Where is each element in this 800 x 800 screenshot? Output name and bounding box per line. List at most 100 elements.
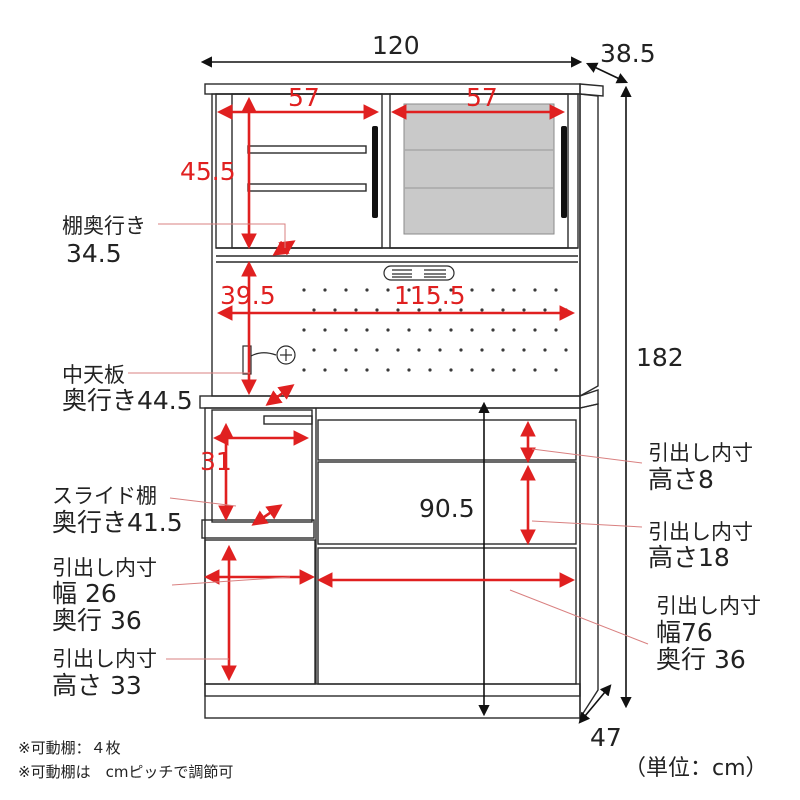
peg-hole: [344, 368, 348, 372]
slide-shelf-callout-title: スライド棚: [52, 484, 157, 508]
drawer-right2-callout-value: 高さ18: [648, 543, 730, 572]
peg-hole: [386, 328, 390, 332]
depth-bottom-arrow: [578, 684, 612, 724]
peg-hole: [438, 348, 442, 352]
shelf-depth-callout-title: 棚奥行き: [62, 214, 146, 238]
drawer-left-callout-title: 引出し内寸: [52, 556, 157, 580]
peg-hole: [554, 368, 558, 372]
peg-hole: [302, 288, 306, 292]
peg-hole: [407, 328, 411, 332]
drawer-right2-callout-title: 引出し内寸: [648, 520, 753, 544]
peg-hole: [512, 368, 516, 372]
peg-hole: [449, 328, 453, 332]
peg-hole: [554, 328, 558, 332]
glass-shelves: [404, 149, 554, 189]
drawer-left-height-callout-value: 高さ 33: [52, 671, 142, 700]
peg-hole: [470, 288, 474, 292]
peg-hole: [354, 308, 358, 312]
peg-hole: [543, 348, 547, 352]
peg-hole: [512, 288, 516, 292]
peg-hole: [333, 348, 337, 352]
peg-hole: [428, 328, 432, 332]
middle-width-label: 115.5: [394, 281, 466, 310]
peg-hole: [333, 308, 337, 312]
unit-label: （単位：cm）: [624, 756, 768, 781]
right-door-handle: [561, 126, 567, 218]
upper-right-width-label: 57: [466, 83, 498, 112]
shelf-1: [247, 145, 367, 154]
leader-lines: [128, 223, 649, 660]
vent-icon: [383, 265, 455, 281]
upper-right-door: [389, 93, 569, 249]
pull-tab: [263, 415, 313, 425]
drawer-right3-callout-width: 幅76: [656, 618, 713, 647]
mid-board-callout-title: 中天板: [62, 363, 125, 387]
peg-hole: [365, 328, 369, 332]
upper-hutch-side: [579, 93, 599, 398]
note-movable-shelves: ※可動棚：４枚: [18, 739, 121, 757]
peg-hole: [407, 288, 411, 292]
drawer-2: [317, 461, 577, 545]
peg-hole: [386, 288, 390, 292]
glass-panel: [403, 103, 555, 235]
cabinet-outline: [199, 83, 604, 721]
peg-hole: [491, 328, 495, 332]
drawer-right1-callout-value: 高さ8: [648, 465, 714, 494]
peg-hole: [564, 308, 568, 312]
peg-hole: [323, 328, 327, 332]
counter-top: [199, 395, 581, 409]
peg-hole: [491, 288, 495, 292]
lower-cabinet: [204, 407, 581, 697]
overall-depth-top-label: 38.5: [600, 39, 656, 68]
top-crown: [204, 83, 581, 95]
drawer-right3-callout-depth: 奥行 36: [656, 645, 746, 674]
internal-dimensions: [203, 96, 576, 682]
peg-hole: [417, 348, 421, 352]
peg-hole: [554, 288, 558, 292]
drawer-left-height-callout-title: 引出し内寸: [52, 647, 157, 671]
drawer-right3-callout-title: 引出し内寸: [656, 594, 761, 618]
plinth: [204, 683, 581, 719]
drawer-1: [317, 419, 577, 461]
drawer-left-callout-depth: 奥行 36: [52, 606, 142, 635]
upper-height-label: 45.5: [180, 157, 236, 186]
peg-hole: [564, 348, 568, 352]
left-door-handle: [372, 126, 378, 218]
peg-hole: [428, 368, 432, 372]
peg-hole: [344, 288, 348, 292]
peg-hole: [375, 308, 379, 312]
peg-hole: [522, 348, 526, 352]
peg-hole: [386, 368, 390, 372]
mid-board-callout-value: 奥行き44.5: [62, 386, 193, 415]
peg-hole: [428, 288, 432, 292]
shelf-2: [247, 183, 367, 192]
middle-height-label: 39.5: [220, 281, 276, 310]
overall-height-label: 182: [636, 343, 684, 372]
peg-hole: [470, 328, 474, 332]
peg-hole: [302, 328, 306, 332]
overall-width-label: 120: [372, 31, 420, 60]
peg-hole: [449, 288, 453, 292]
top-crown-side: [579, 83, 604, 97]
peg-hole: [302, 368, 306, 372]
outlet-icon: [242, 345, 296, 375]
peg-hole: [407, 368, 411, 372]
overall-depth-bottom-label: 47: [590, 723, 622, 752]
peg-hole: [375, 348, 379, 352]
drawer-left: [204, 539, 316, 685]
shelf-depth-callout-value: 34.5: [66, 239, 122, 268]
peg-hole: [365, 368, 369, 372]
peg-hole: [323, 288, 327, 292]
peg-hole: [323, 368, 327, 372]
overall-dimensions: [200, 56, 632, 724]
peg-hole: [480, 348, 484, 352]
peg-hole: [543, 308, 547, 312]
upper-left-door: [231, 93, 383, 249]
peg-hole: [533, 288, 537, 292]
peg-hole: [344, 328, 348, 332]
note-shelf-pitch: ※可動棚は cmピッチで調節可: [18, 763, 234, 781]
peg-hole: [512, 328, 516, 332]
peg-hole: [470, 368, 474, 372]
drawer-3: [317, 547, 577, 685]
